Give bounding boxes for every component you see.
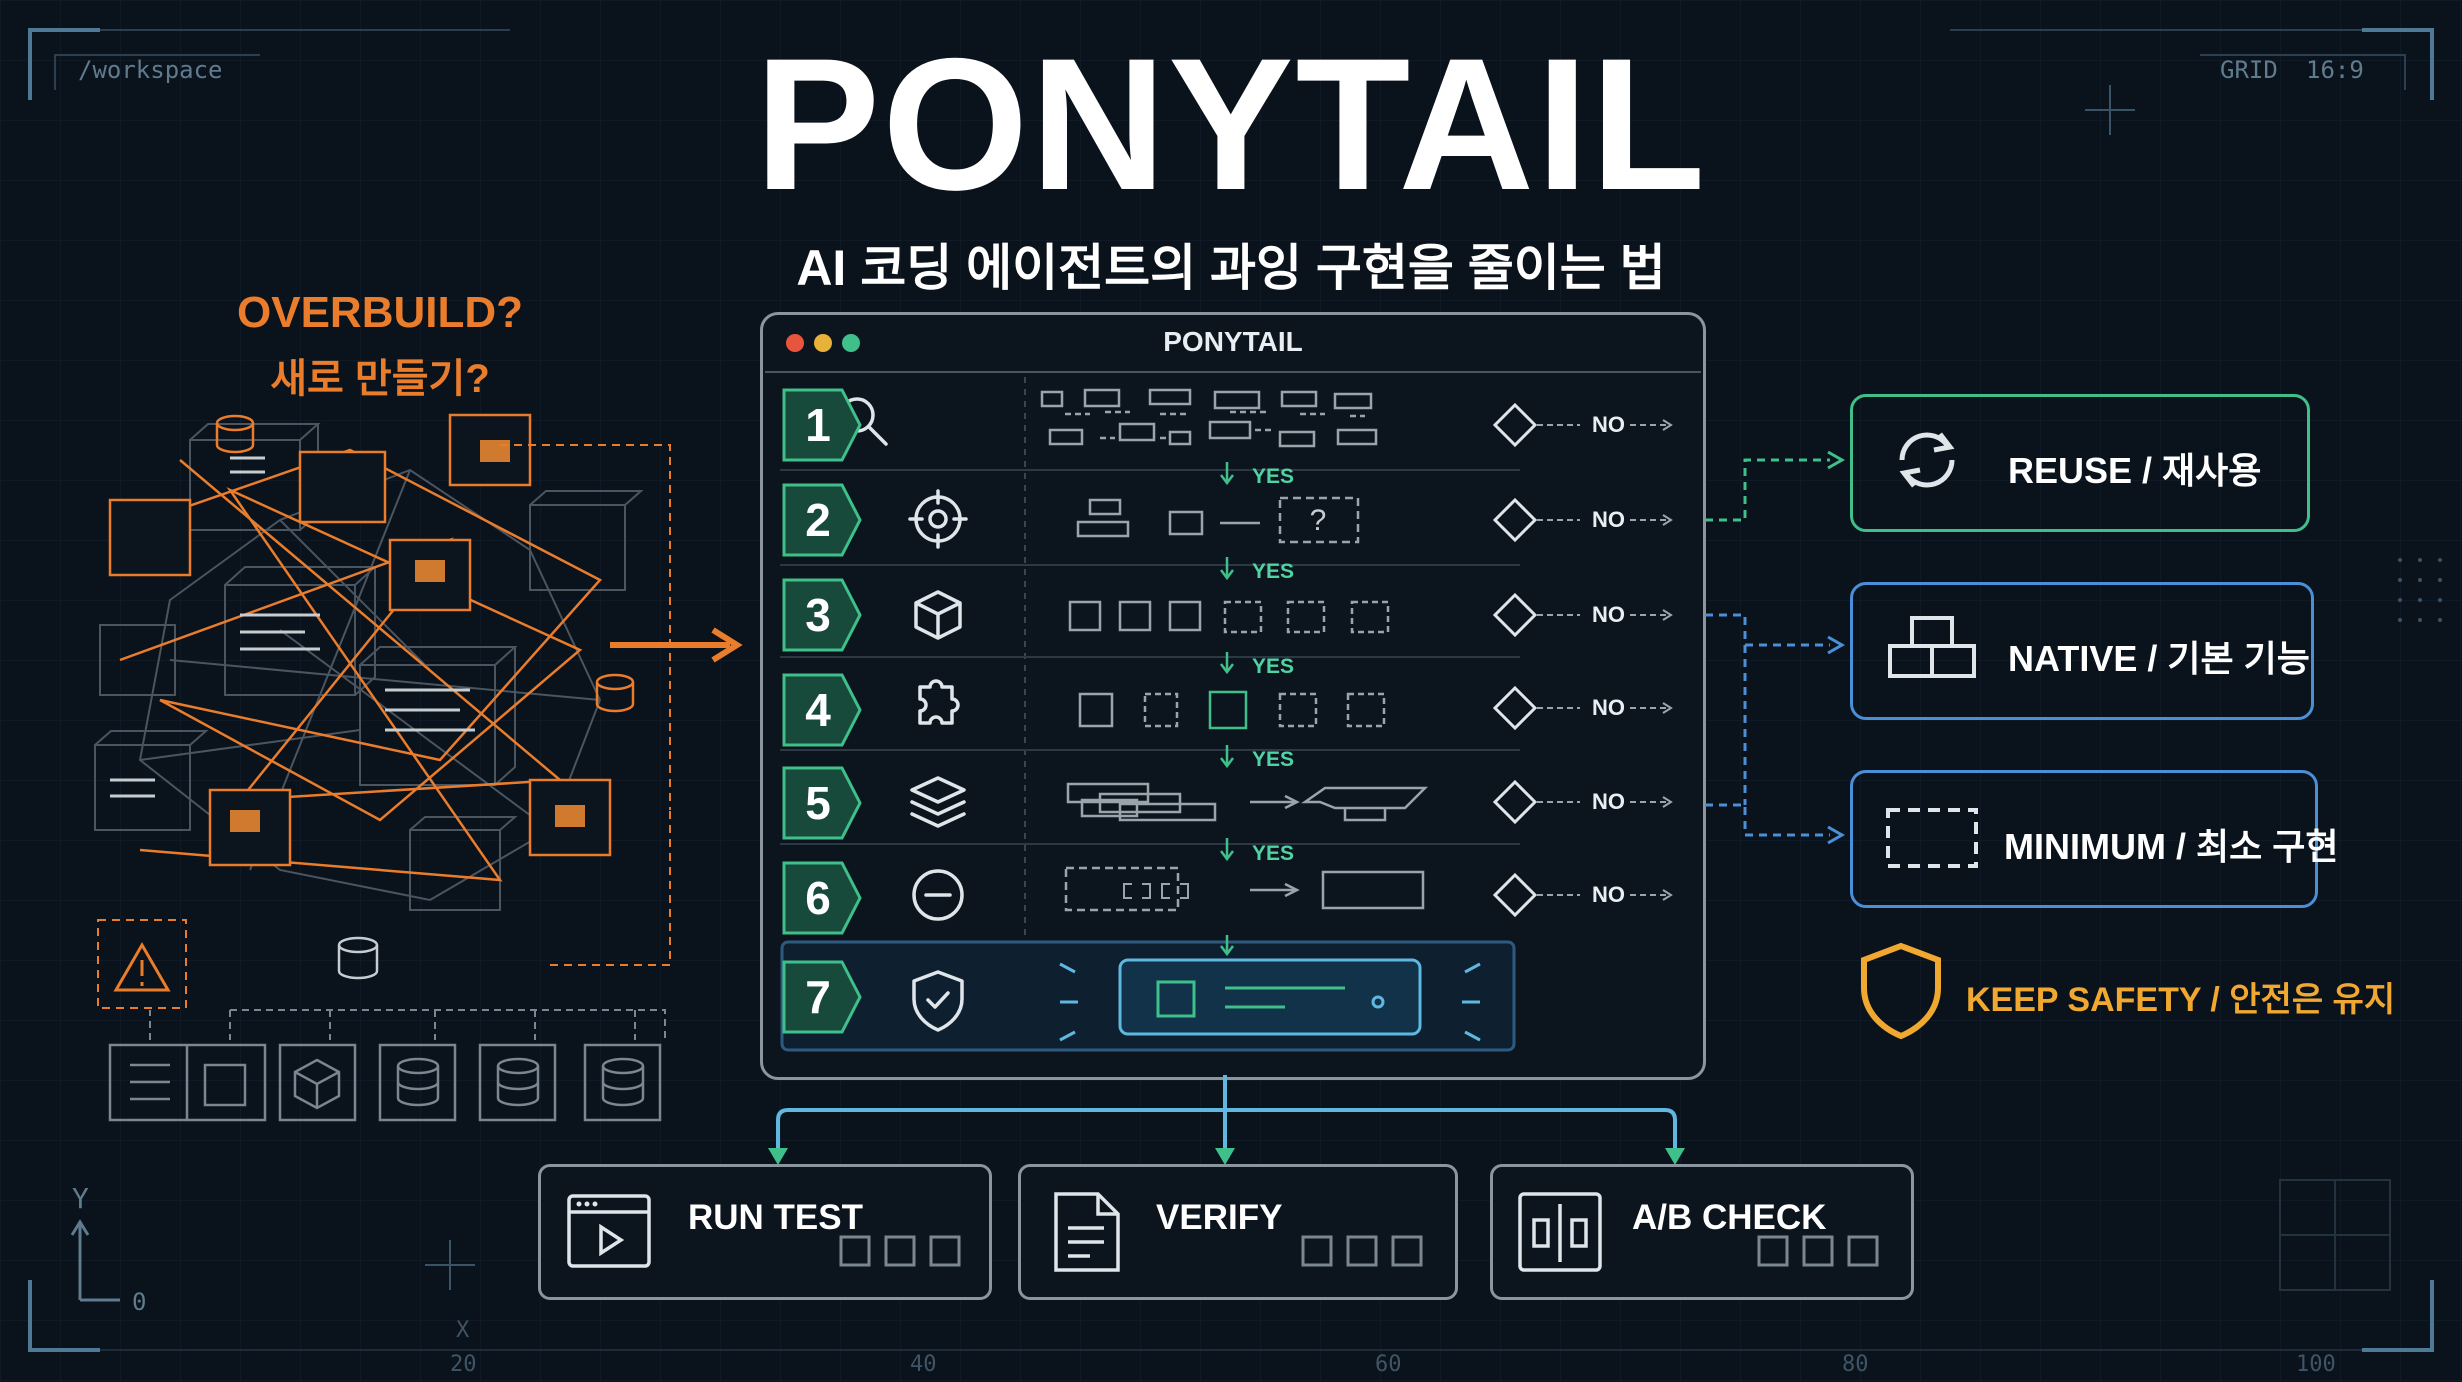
dashed-box-icon	[1886, 808, 1978, 868]
axis-origin-label: 0	[132, 1288, 147, 1316]
step-badges	[782, 388, 862, 1034]
decision-no-label: NO	[1592, 789, 1625, 814]
axis-tick: 100	[2296, 1352, 2336, 1377]
native-label: NATIVE / 기본 기능	[2008, 638, 2310, 679]
status-squares	[839, 1235, 961, 1267]
unknown-placeholder: ?	[1310, 504, 1327, 537]
overbuild-question-ko: 새로 만들기?	[270, 357, 490, 401]
flow-arrow-icon	[610, 627, 743, 663]
window-close-dot[interactable]	[786, 334, 804, 352]
axis-tick: 40	[910, 1352, 937, 1377]
workspace-path: /workspace	[78, 56, 223, 84]
decision-no-label: NO	[1592, 695, 1625, 720]
step-number: 3	[805, 589, 831, 641]
y-axis-label: Y	[72, 1182, 89, 1215]
decision-yes-label: YES	[1252, 465, 1295, 488]
keep-safety-label: KEEP SAFETY / 안전은 유지	[1966, 981, 2396, 1019]
decision-yes-label: YES	[1252, 842, 1295, 865]
verify-label: VERIFY	[1156, 1198, 1283, 1237]
decision-no-label: NO	[1592, 882, 1625, 907]
window-title: PONYTAIL	[1163, 326, 1303, 357]
option-connectors	[1705, 450, 1846, 845]
decision-no-label: NO	[1592, 412, 1625, 437]
reuse-label: REUSE / 재사용	[2008, 450, 2262, 491]
decision-flow-diagram: ?	[765, 371, 1701, 1052]
run-test-label: RUN TEST	[688, 1198, 863, 1237]
reuse-option[interactable]	[1850, 394, 2310, 532]
run-test-button[interactable]	[538, 1164, 992, 1300]
decision-no-label: NO	[1592, 602, 1625, 627]
shield-icon	[1861, 942, 1941, 1040]
decision-yes-label: YES	[1252, 655, 1295, 678]
window-maximize-dot[interactable]	[842, 334, 860, 352]
page-title: PONYTAIL	[754, 19, 1708, 229]
refresh-icon	[1899, 432, 1955, 488]
page-subtitle: AI 코딩 에이전트의 과잉 구현을 줄이는 법	[796, 240, 1666, 296]
native-option[interactable]	[1850, 582, 2314, 720]
verify-button[interactable]	[1018, 1164, 1458, 1300]
action-connectors	[768, 1075, 1685, 1165]
tangled-network-diagram	[94, 413, 671, 1122]
decision-connectors	[1220, 402, 1673, 957]
axis-tick: 20	[450, 1352, 477, 1377]
ab-compare-icon	[1518, 1192, 1602, 1272]
step-number: 1	[805, 399, 831, 451]
decision-yes-label: YES	[1252, 748, 1295, 771]
ab-check-label: A/B CHECK	[1632, 1198, 1827, 1237]
overbuild-question: OVERBUILD?	[237, 288, 523, 337]
status-squares	[1757, 1235, 1879, 1267]
step-number: 7	[805, 971, 831, 1023]
document-icon	[1054, 1192, 1120, 1272]
ratio-label: 16:9	[2306, 56, 2364, 84]
minimum-option[interactable]	[1850, 770, 2318, 908]
step-number: 4	[805, 684, 831, 736]
grid-label: GRID	[2220, 56, 2278, 84]
window-minimize-dot[interactable]	[814, 334, 832, 352]
decision-yes-label: YES	[1252, 560, 1295, 583]
axis-tick: 60	[1375, 1352, 1402, 1377]
play-window-icon	[567, 1194, 651, 1268]
step-number: 2	[805, 494, 831, 546]
minimum-label: MINIMUM / 최소 구현	[2004, 826, 2339, 867]
axis-tick: 80	[1842, 1352, 1869, 1377]
step-number: 6	[805, 872, 831, 924]
decision-no-label: NO	[1592, 507, 1625, 532]
blocks-icon	[1888, 616, 1976, 678]
x-axis-label: X	[456, 1318, 470, 1343]
step-number: 5	[805, 777, 831, 829]
status-squares	[1301, 1235, 1423, 1267]
